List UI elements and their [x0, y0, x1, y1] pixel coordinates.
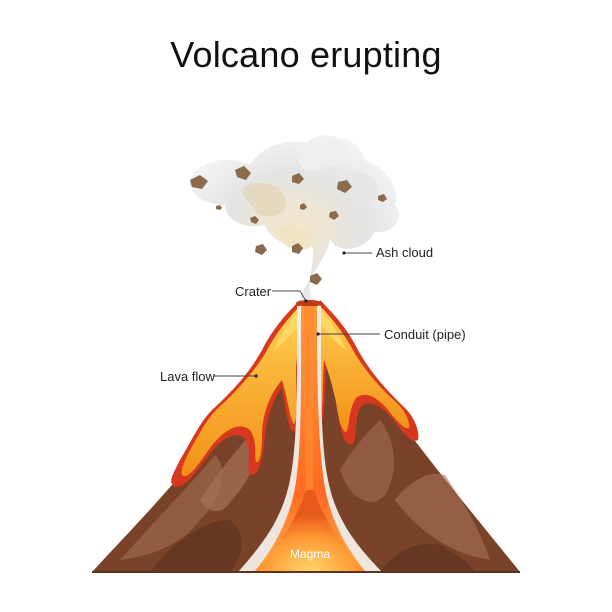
lava-flow-shape	[171, 300, 419, 487]
lava-flow-label: Lava flow	[160, 369, 216, 384]
ejected-rocks	[190, 166, 387, 285]
crater-leader-angle	[299, 290, 307, 302]
ash-cloud-leader-dot	[342, 251, 346, 255]
ground-line	[92, 571, 520, 573]
magma-label: Magma	[290, 547, 330, 561]
page-title: Volcano erupting	[170, 34, 442, 75]
ash-cloud-label: Ash cloud	[376, 245, 433, 260]
ash-cloud	[189, 135, 399, 300]
conduit-label: Conduit (pipe)	[384, 327, 466, 342]
label-leaders	[214, 251, 380, 378]
crater-leader-dot	[304, 299, 308, 303]
crater-label: Crater	[235, 284, 272, 299]
conduit-leader-dot	[316, 332, 320, 336]
lava-flow-leader-dot	[254, 374, 258, 378]
conduit-pipe	[238, 300, 382, 572]
